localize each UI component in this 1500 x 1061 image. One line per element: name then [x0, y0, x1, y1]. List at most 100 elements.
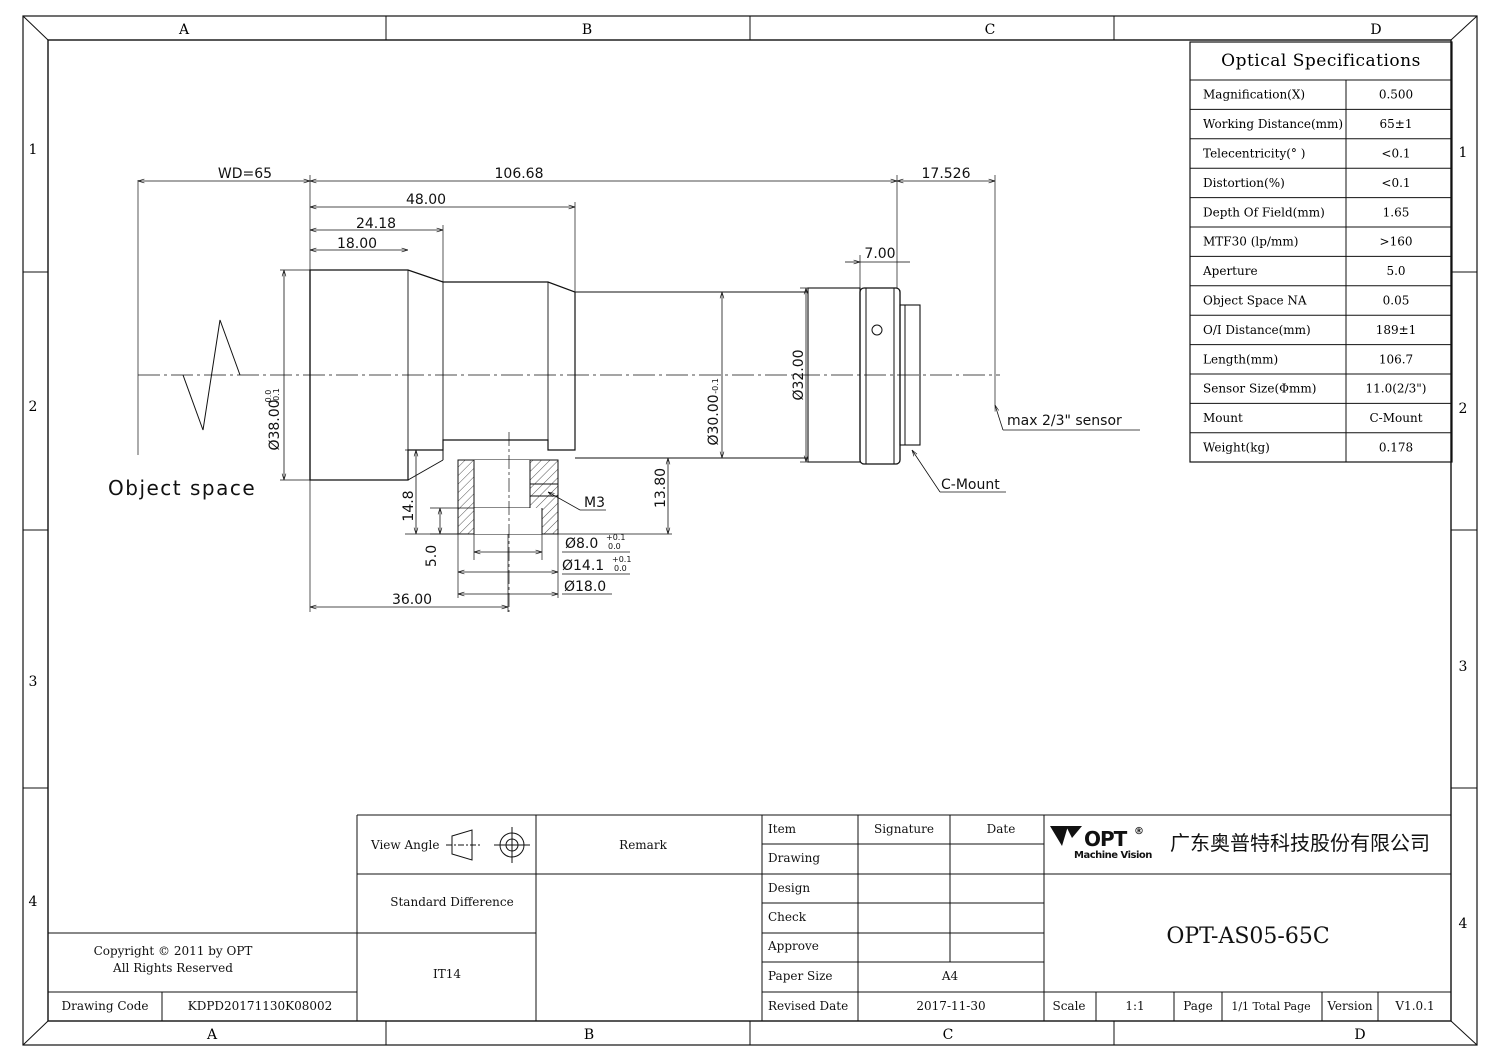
view-angle-symbol	[446, 827, 530, 863]
zone-row-1-right: 1	[1459, 145, 1468, 161]
object-space-symbol	[182, 319, 241, 431]
logo-text: OPT	[1084, 827, 1128, 851]
spec-label: Distortion(%)	[1203, 176, 1285, 190]
dim-18: 18.00	[337, 236, 377, 252]
version-label: Version	[1326, 999, 1373, 1013]
zone-row-1-left: 1	[29, 142, 38, 158]
dim-7: 7.00	[864, 246, 895, 262]
view-angle-label: View Angle	[370, 838, 440, 852]
dim-dia-38-tol-up: 0.0	[264, 390, 273, 403]
dim-hole-8: Ø8.0	[565, 536, 598, 552]
spec-value: 11.0(2/3")	[1366, 382, 1427, 396]
dim-48: 48.00	[406, 192, 446, 208]
dim-hole-8-tol-up: +0.1	[606, 533, 625, 542]
zone-row-2-left: 2	[29, 399, 38, 415]
logo-sub: Machine Vision	[1074, 850, 1152, 861]
spec-value: 65±1	[1380, 117, 1413, 131]
spec-value: C-Mount	[1369, 411, 1422, 425]
version-value: V1.0.1	[1394, 999, 1434, 1013]
spec-label: Telecentricity(° )	[1203, 147, 1305, 161]
label-sensor: max 2/3" sensor	[1007, 413, 1122, 429]
zone-row-3-left: 3	[29, 674, 38, 690]
company-name: 广东奥普特科技股份有限公司	[1170, 831, 1430, 855]
dim-wd: WD=65	[218, 166, 272, 182]
dim-hole-18: Ø18.0	[564, 579, 606, 595]
part-number: OPT-AS05-65C	[1166, 924, 1329, 949]
dim-dia-32: Ø32.00	[791, 349, 807, 400]
drawing-label: Drawing	[768, 851, 820, 865]
spec-value: <0.1	[1381, 176, 1410, 190]
zone-col-d-top: D	[1370, 22, 1381, 38]
dim-hole-14-tol-up: +0.1	[612, 555, 631, 564]
spec-value: 0.05	[1383, 294, 1410, 308]
scale-label: Scale	[1052, 999, 1085, 1013]
spec-value: 106.7	[1379, 352, 1413, 366]
dim-5-0: 5.0	[424, 545, 440, 567]
check-label: Check	[768, 910, 807, 924]
zone-col-a-top: A	[178, 22, 190, 38]
zone-col-b-bottom: B	[584, 1027, 594, 1043]
spec-label: Weight(kg)	[1203, 441, 1270, 455]
spec-value: 5.0	[1386, 264, 1405, 278]
spec-value: 189±1	[1376, 323, 1417, 337]
specs-table: Optical Specifications Magnification(X)0…	[1189, 41, 1453, 463]
spec-label: Magnification(X)	[1203, 88, 1305, 102]
zone-col-c-bottom: C	[943, 1027, 954, 1043]
approve-label: Approve	[767, 939, 819, 953]
dim-length-total: 106.68	[495, 166, 544, 182]
dim-hole-8-tol-lo: 0.0	[608, 542, 621, 551]
page-value: 1/1 Total Page	[1231, 1000, 1310, 1013]
spec-value: 0.500	[1379, 88, 1413, 102]
design-label: Design	[768, 881, 810, 895]
dim-thread-m3: M3	[584, 495, 605, 511]
title-block	[48, 814, 1451, 1021]
copyright-line-1: Copyright © 2011 by OPT	[94, 944, 253, 958]
spec-label: Depth Of Field(mm)	[1203, 205, 1325, 219]
opt-logo-icon	[1050, 826, 1082, 846]
dim-24: 24.18	[356, 216, 396, 232]
revised-date: 2017-11-30	[916, 999, 985, 1013]
zone-row-4-right: 4	[1459, 916, 1468, 932]
dim-hole-14: Ø14.1	[562, 558, 604, 574]
date-label: Date	[987, 822, 1016, 836]
paper-size: A4	[941, 969, 959, 983]
spec-value: >160	[1380, 235, 1413, 249]
dim-dia-30: Ø30.00	[706, 394, 722, 445]
dim-length-rear: 17.526	[922, 166, 971, 182]
spec-label: Length(mm)	[1203, 352, 1278, 366]
spec-label: MTF30 (lp/mm)	[1203, 235, 1298, 249]
sheet-frame	[22, 15, 1478, 1046]
zone-row-2-right: 2	[1459, 401, 1468, 417]
spec-label: Working Distance(mm)	[1203, 117, 1343, 131]
dim-dia-38: Ø38.00	[267, 399, 283, 450]
standard-difference-label: Standard Difference	[390, 895, 513, 909]
dim-14-8: 14.8	[401, 490, 417, 521]
spec-label: Aperture	[1202, 264, 1258, 278]
zone-row-4-left: 4	[29, 894, 38, 910]
remark-label: Remark	[619, 838, 667, 852]
zone-col-b-top: B	[582, 22, 592, 38]
dim-hole-14-tol-lo: 0.0	[614, 564, 627, 573]
page-label: Page	[1183, 999, 1212, 1013]
spec-value: <0.1	[1381, 147, 1410, 161]
spec-label: Object Space NA	[1203, 294, 1307, 308]
dim-13-80: 13.80	[653, 468, 669, 508]
revised-date-label: Revised Date	[768, 999, 848, 1013]
opt-logo: OPT ® Machine Vision	[1050, 826, 1153, 861]
label-object-space: Object space	[108, 476, 256, 500]
c-mount-thread	[899, 304, 921, 446]
label-c-mount: C-Mount	[941, 477, 1000, 493]
spec-value: 1.65	[1383, 205, 1410, 219]
copyright-line-2: All Rights Reserved	[112, 961, 233, 975]
spec-label: Sensor Size(Φmm)	[1203, 382, 1316, 396]
signature-label: Signature	[874, 822, 934, 836]
drawing-code: KDPD20171130K08002	[188, 999, 333, 1013]
zone-col-d-bottom: D	[1354, 1027, 1365, 1043]
dim-dia-38-tol-lo: -0.1	[272, 388, 281, 404]
item-label: Item	[768, 822, 797, 836]
zone-row-3-right: 3	[1459, 659, 1468, 675]
paper-size-label: Paper Size	[768, 969, 833, 983]
tolerance-value: IT14	[433, 967, 461, 981]
dim-dia-30-tol: -0.1	[711, 378, 720, 394]
